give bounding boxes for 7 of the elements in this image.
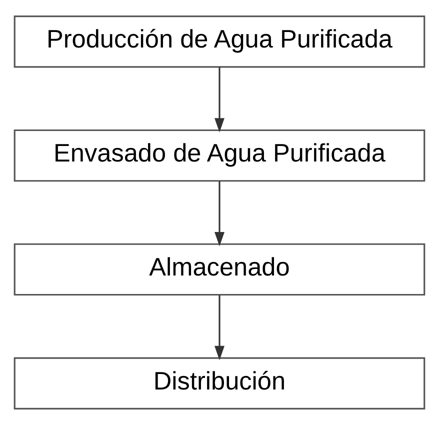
arrow (214, 181, 224, 246)
node-box: Producción de Agua Purificada (14, 16, 426, 68)
node-box: Distribución (14, 357, 426, 410)
arrow (214, 67, 224, 132)
node-box: Envasado de Agua Purificada (14, 129, 426, 182)
node-box: Almacenado (14, 243, 426, 296)
arrow (214, 295, 224, 360)
